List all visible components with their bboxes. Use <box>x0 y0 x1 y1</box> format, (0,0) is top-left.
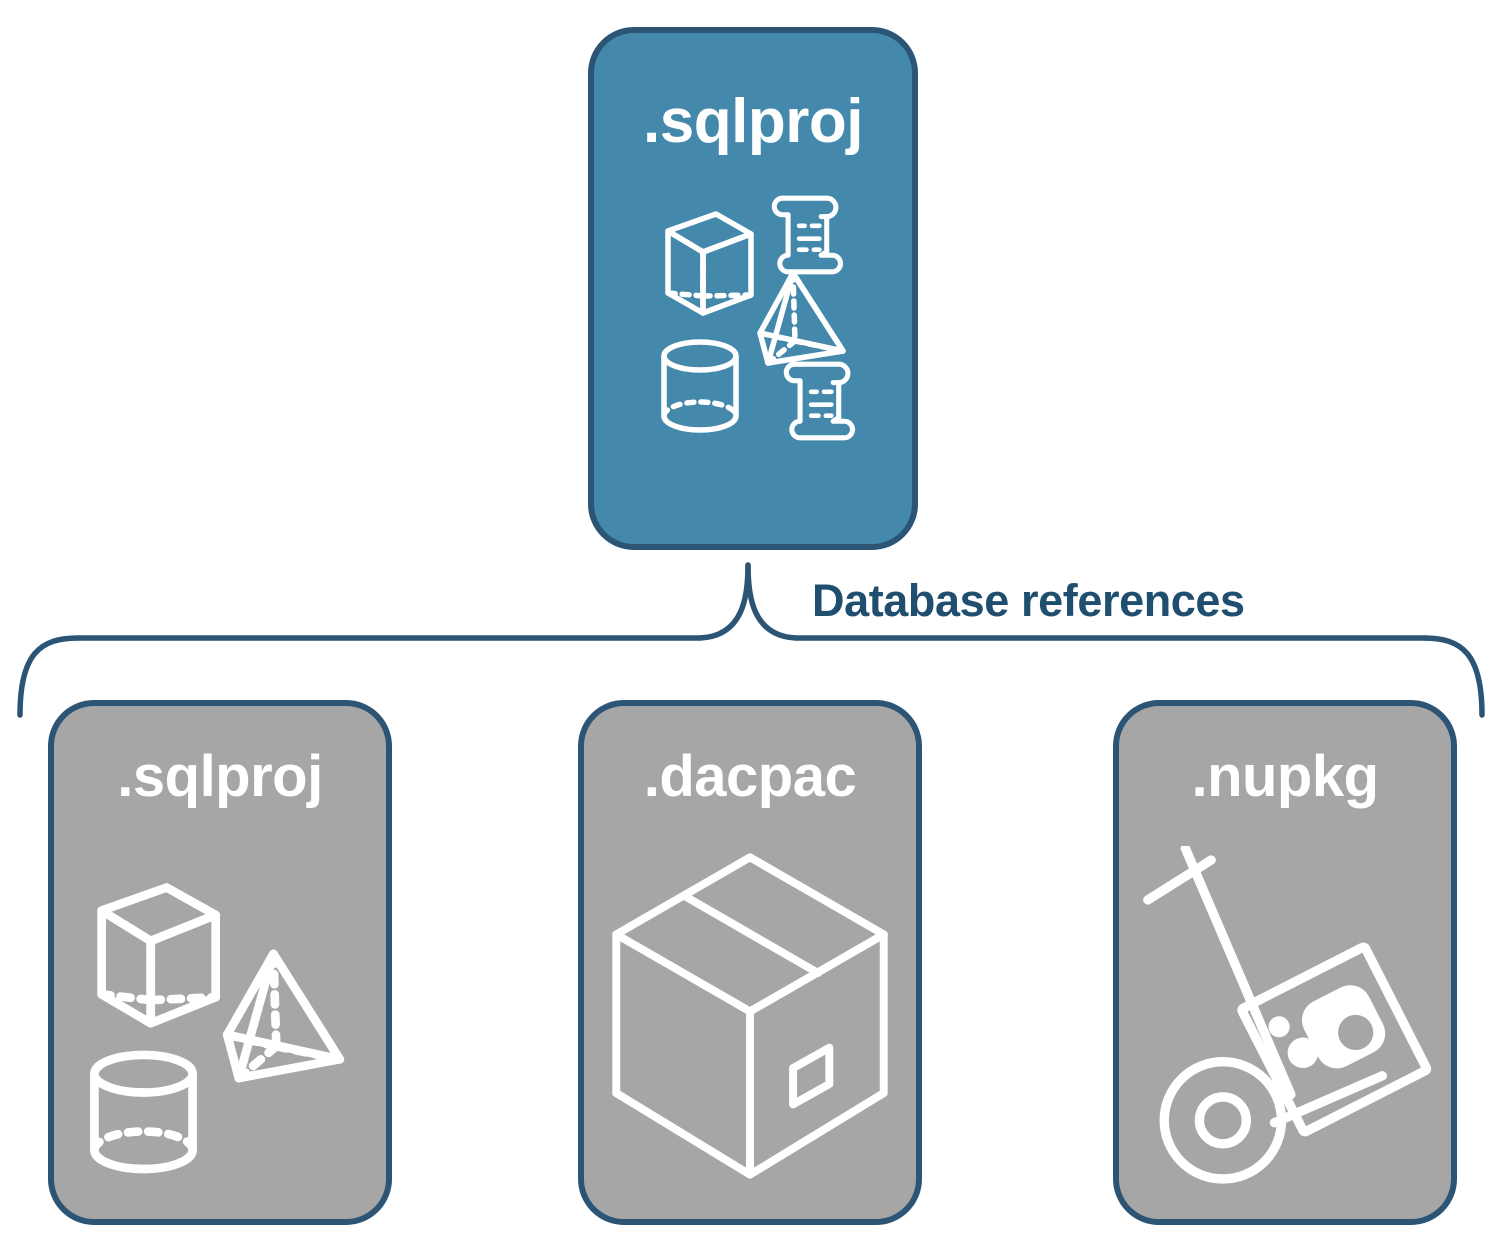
package-box-icon <box>612 853 888 1179</box>
card-ref-sqlproj-title: .sqlproj <box>117 744 323 809</box>
wheel-outer <box>1159 1057 1287 1184</box>
brace-apex-left <box>697 562 751 641</box>
scroll-icon <box>771 195 843 275</box>
database-references-brace <box>17 562 1485 718</box>
wheel-inner <box>1194 1092 1251 1149</box>
pyramid-icon <box>222 949 345 1083</box>
card-ref-sqlproj[interactable]: .sqlproj <box>48 700 392 1225</box>
card-ref-dacpac[interactable]: .dacpac <box>578 700 922 1225</box>
scroll-icon <box>783 361 855 441</box>
nuget-glyph-cutouts <box>1338 1014 1374 1051</box>
card-ref-nupkg-title: .nupkg <box>1191 744 1379 809</box>
db-objects-icon-group <box>661 195 855 441</box>
cylinder-icon <box>90 1050 197 1174</box>
card-root-title: .sqlproj <box>643 87 863 156</box>
brace-end-right <box>1421 635 1485 718</box>
card-ref-sqlproj-artwork <box>54 846 386 1186</box>
card-ref-dacpac-title: .dacpac <box>643 744 857 809</box>
cube-icon <box>97 883 221 1028</box>
nuget-package-icon <box>1237 942 1432 1137</box>
db-objects-icon-group <box>90 883 345 1174</box>
package-outline <box>1237 942 1432 1137</box>
card-ref-nupkg-artwork <box>1119 843 1451 1186</box>
box-label-slot <box>789 1043 834 1109</box>
card-ref-nupkg[interactable]: .nupkg <box>1113 700 1457 1225</box>
cube-icon <box>665 211 754 316</box>
brace-apex-right <box>745 562 799 641</box>
pyramid-icon <box>757 270 846 366</box>
card-root-sqlproj[interactable]: .sqlproj <box>588 27 918 550</box>
connector-label: Database references <box>812 575 1245 626</box>
card-ref-dacpac-artwork <box>584 846 916 1186</box>
cylinder-icon <box>661 339 739 433</box>
brace-end-left <box>17 635 81 718</box>
hand-truck-icon <box>1143 843 1432 1184</box>
card-root-artwork <box>594 183 912 453</box>
